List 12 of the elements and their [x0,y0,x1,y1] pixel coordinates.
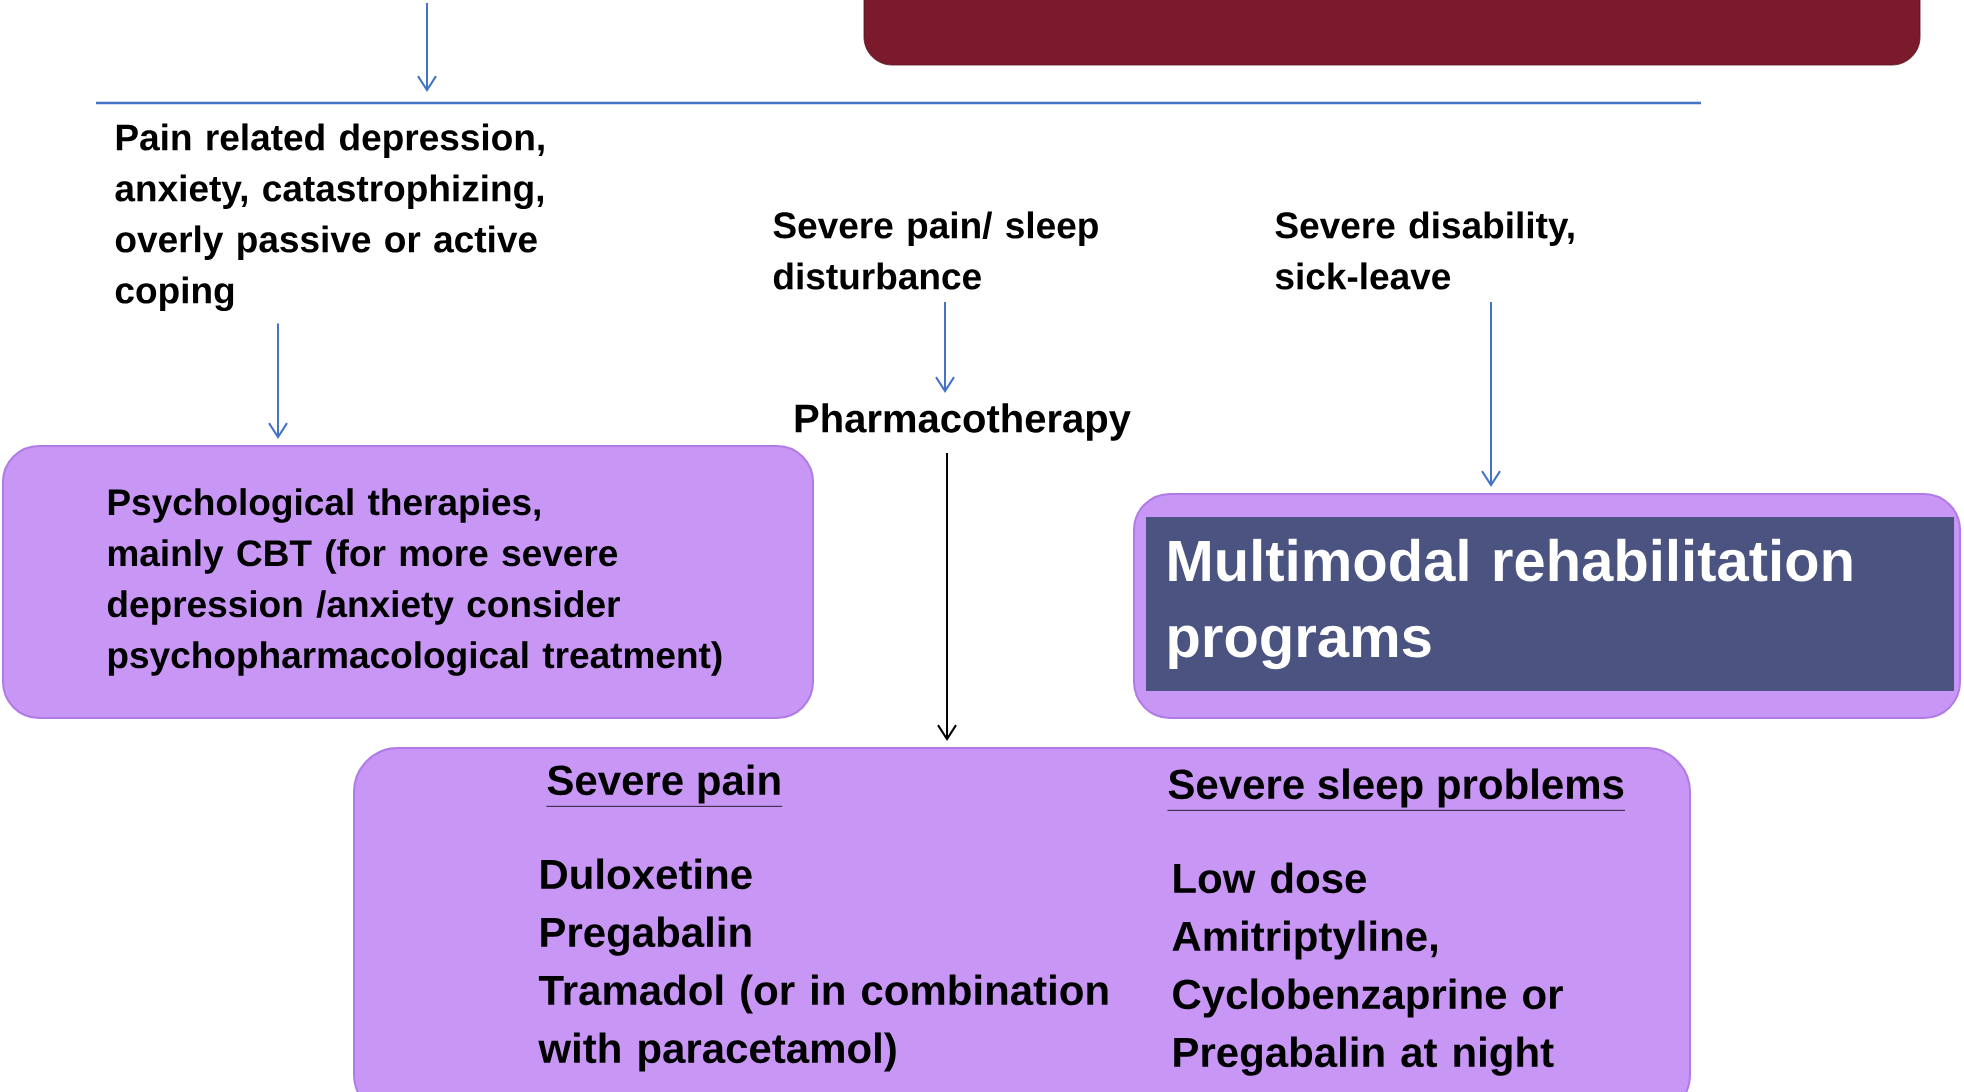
arrow [268,322,288,439]
program-box: Multimodal rehabilitation programs [1133,493,1962,719]
title-box [863,0,1921,66]
therapy-box: Psychological therapies, mainly CBT (for more severe depression /anxiety consider psychopharmacological treatment) [2,445,814,719]
condition-label: Severe pain/ sleep disturbance [773,211,1098,290]
condition-label: Pain related depression, anxiety, catastrophizing, overly passive or active coping [115,123,544,312]
arrow [1481,300,1501,487]
medication-box: Severe pain Duloxetine Pregabalin Tramadol (or in combination with paracetamol) Severe sleep problems Low dose Amitriptyline, Cyclobenzaprine or Pregabalin at night [353,747,1692,1092]
condition-label: Severe disability, sick-leave [1275,211,1574,290]
arrow [935,300,955,393]
arrow [937,452,957,741]
therapy-label: Pharmacotherapy [795,403,1131,441]
